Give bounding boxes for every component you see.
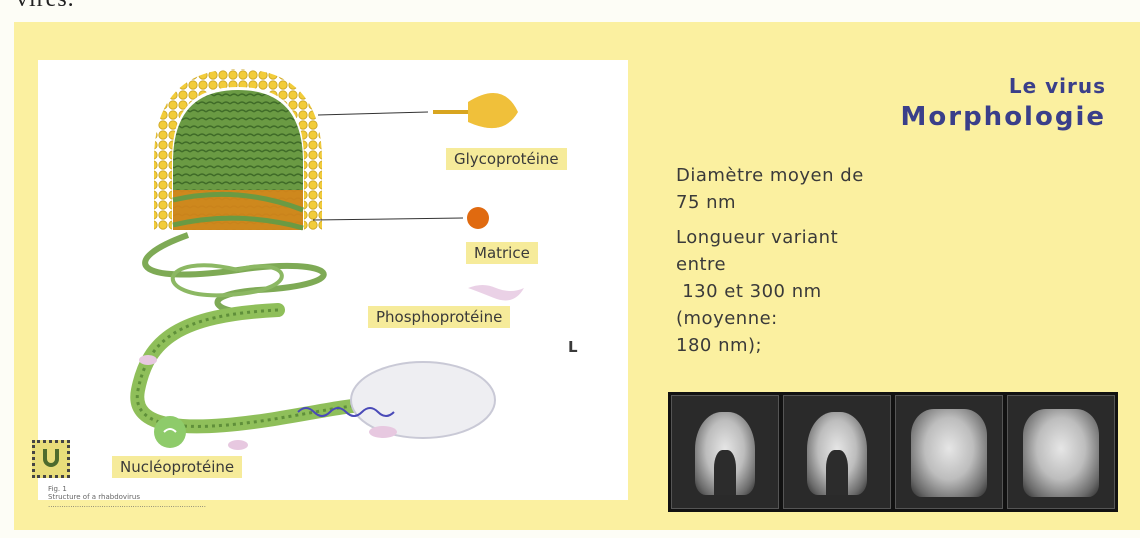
text-line: Longueur variant: [676, 224, 864, 251]
text-line: 180 nm);: [676, 332, 864, 359]
micrograph-image: [895, 395, 1003, 509]
nucleoprotein-label: Nucléoprotéine: [112, 456, 242, 478]
electron-micrographs: [668, 392, 1118, 512]
header-fragment: vires.: [16, 0, 75, 13]
l-protein-label: L: [568, 338, 578, 356]
text-line: entre: [676, 251, 864, 278]
text-line: Diamètre moyen de: [676, 162, 864, 189]
caption-line: Fig. 1: [48, 485, 206, 493]
diameter-paragraph: Diamètre moyen de 75 nm: [676, 162, 864, 216]
phosphoprotein-label: Phosphoprotéine: [368, 306, 510, 328]
slide: Glycoprotéine Matrice Phosphoprotéine L …: [14, 22, 1140, 530]
text-line: (moyenne:: [676, 305, 864, 332]
text-line: 130 et 300 nm: [676, 278, 864, 305]
glycoprotein-label: Glycoprotéine: [446, 148, 567, 170]
caption-line: Structure of a rhabdovirus: [48, 493, 206, 501]
caption-line: ........................................…: [48, 501, 206, 509]
length-paragraph: Longueur variant entre 130 et 300 nm (mo…: [676, 224, 864, 359]
matrix-label: Matrice: [466, 242, 538, 264]
return-arrow-icon[interactable]: [32, 440, 70, 478]
micrograph-image: [1007, 395, 1115, 509]
micrograph-image: [671, 395, 779, 509]
virus-diagram: Glycoprotéine Matrice Phosphoprotéine L …: [38, 60, 628, 500]
micrograph-image: [783, 395, 891, 509]
text-line: 75 nm: [676, 189, 864, 216]
description-text: Diamètre moyen de 75 nm Longueur variant…: [676, 162, 864, 367]
figure-caption: Fig. 1 Structure of a rhabdovirus ......…: [48, 485, 206, 509]
title-line-2: Morphologie: [901, 102, 1106, 132]
virus-illustration: [38, 60, 628, 500]
title-line-1: Le virus: [901, 74, 1106, 98]
slide-title: Le virus Morphologie: [901, 74, 1106, 132]
